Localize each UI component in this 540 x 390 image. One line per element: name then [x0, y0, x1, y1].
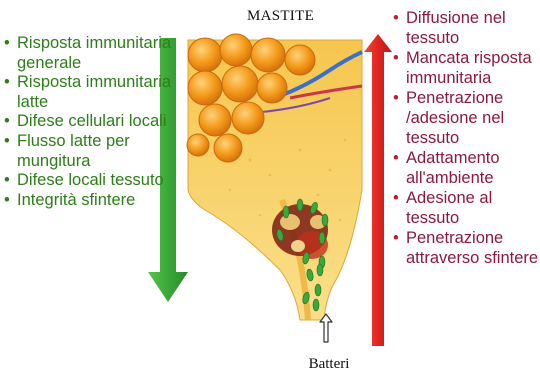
list-item: Integrità sfintere: [4, 191, 179, 211]
infection-arrow-up: [364, 34, 392, 346]
list-item: Diffusione nel tessuto: [393, 8, 540, 48]
list-item: Risposta immunitaria latte: [4, 73, 179, 112]
bacteria-label: Batteri: [294, 356, 364, 373]
bacterial-factor-list: Diffusione nel tessuto Mancata risposta …: [393, 8, 540, 268]
udder-illustration: [187, 34, 362, 320]
host-defense-list: Risposta immunitaria generale Risposta i…: [4, 34, 179, 210]
diagram-title: MASTITE: [218, 8, 343, 25]
list-item: Difese locali tessuto: [4, 171, 179, 191]
list-item: Flusso latte per mungitura: [4, 132, 179, 171]
list-item: Mancata risposta immunitaria: [393, 48, 540, 88]
list-item: Adattamento all'ambiente: [393, 148, 540, 188]
list-item: Risposta immunitaria generale: [4, 34, 179, 73]
list-item: Difese cellulari locali: [4, 112, 179, 132]
list-item: Adesione al tessuto: [393, 188, 540, 228]
list-item: Penetrazione attraverso sfintere: [393, 228, 540, 268]
list-item: Penetrazione /adesione nel tessuto: [393, 88, 540, 148]
